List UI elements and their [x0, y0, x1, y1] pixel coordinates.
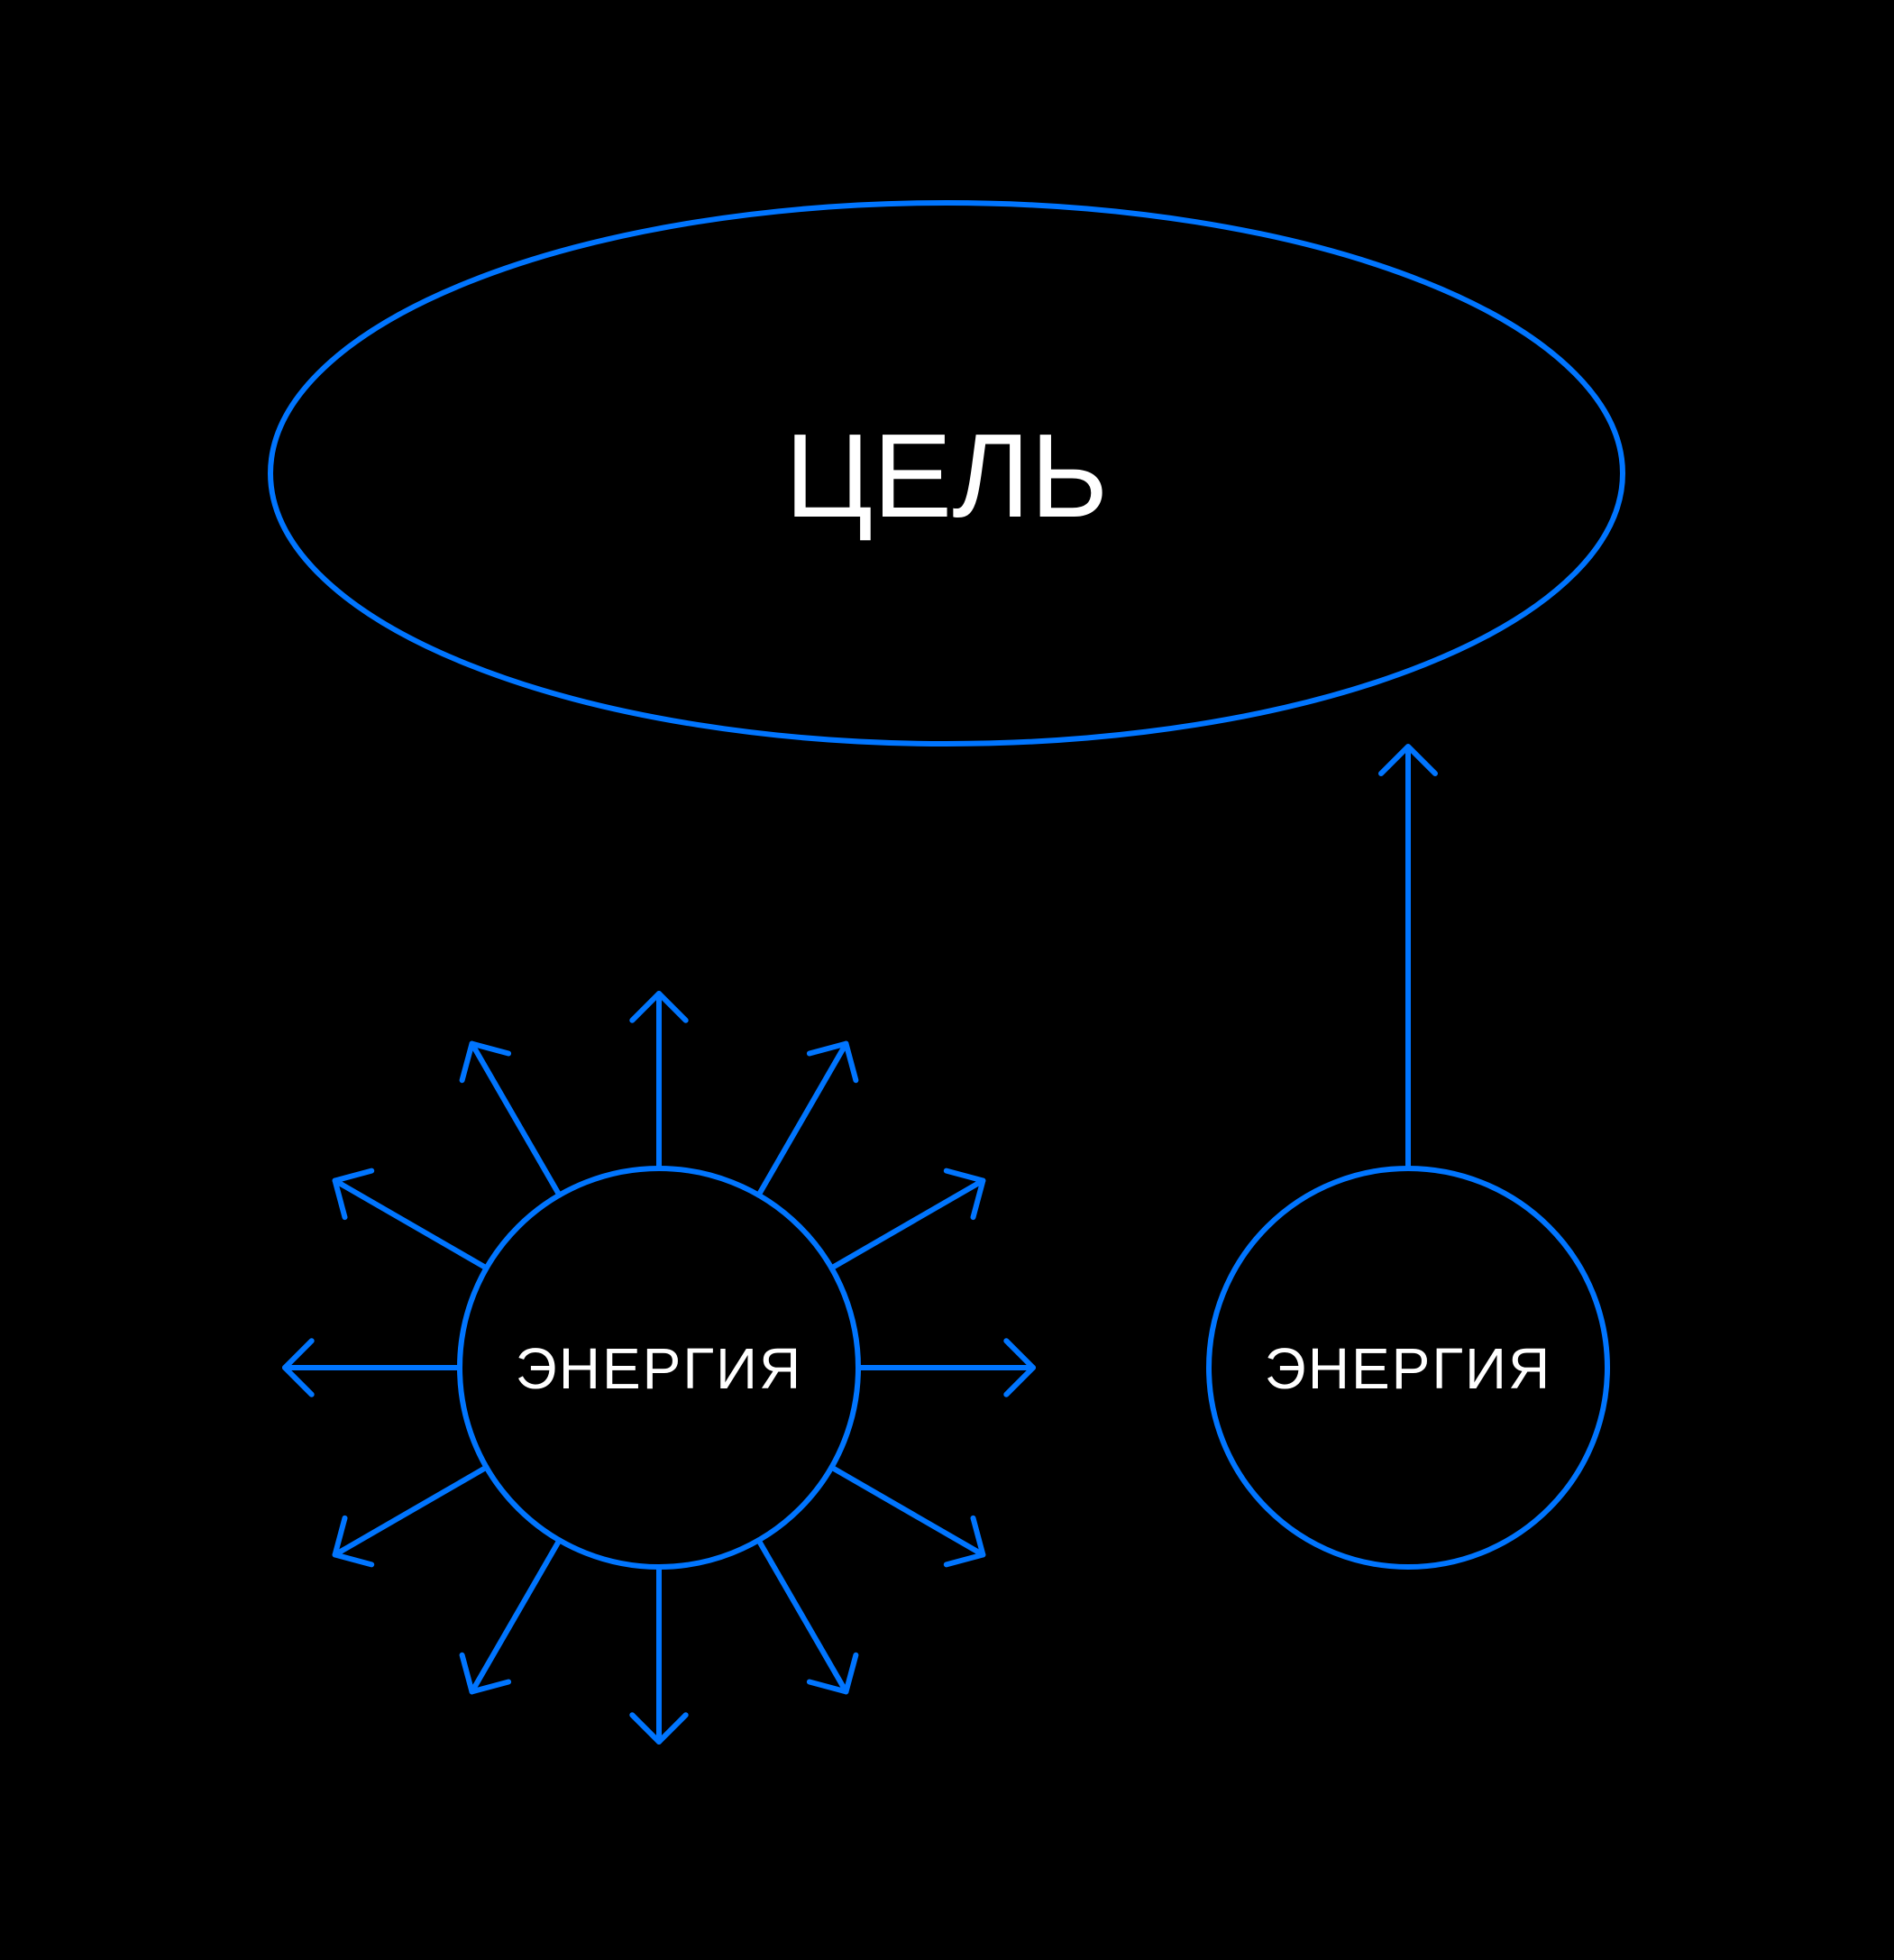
radial-arrow-head-10: [629, 991, 689, 1023]
radial-arrow-shaft-3: [755, 1537, 849, 1695]
radial-arrow-shaft-9: [469, 1040, 563, 1198]
radial-arrows-group: [282, 991, 1036, 1745]
radial-arrow-head-1: [1003, 1338, 1036, 1397]
radial-arrow-shaft-12: [828, 1177, 986, 1271]
focused-arrow-head: [1378, 744, 1438, 776]
goal-label: ЦЕЛЬ: [785, 409, 1109, 542]
radial-arrow-head-2: [943, 1515, 986, 1568]
radial-arrow-shaft-11: [755, 1040, 849, 1198]
energy-label-focused: ЭНЕРГИЯ: [1265, 1336, 1551, 1401]
energy-label-scattered: ЭНЕРГИЯ: [516, 1336, 802, 1401]
radial-arrow-shaft-6: [332, 1464, 490, 1558]
radial-arrow-head-5: [459, 1652, 512, 1695]
radial-arrow-head-12: [943, 1168, 986, 1221]
radial-arrow-head-4: [629, 1712, 689, 1745]
radial-arrow-shaft-2: [828, 1464, 986, 1558]
radial-arrow-head-11: [806, 1040, 859, 1084]
radial-arrow-head-3: [806, 1652, 859, 1695]
radial-arrow-shaft-8: [332, 1177, 490, 1271]
goal-ellipse: [268, 200, 1625, 746]
radial-arrow-head-9: [459, 1040, 512, 1084]
radial-arrow-head-6: [332, 1515, 375, 1568]
radial-arrow-head-7: [282, 1338, 315, 1397]
radial-arrow-shaft-5: [469, 1537, 563, 1695]
radial-arrow-head-8: [332, 1168, 375, 1221]
